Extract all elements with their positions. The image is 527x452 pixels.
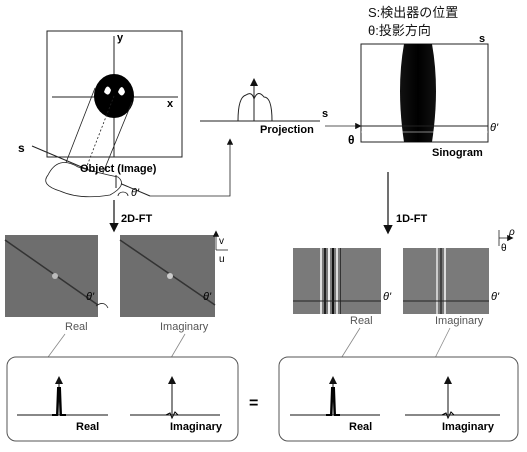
left-ft-real-image [4, 235, 99, 317]
object-inner-left [104, 86, 111, 95]
left-real-angle-arc [95, 303, 109, 309]
right-real-caption: Real [350, 315, 373, 327]
sinogram-theta-label: θ [348, 133, 355, 147]
object-inner-right [118, 87, 125, 96]
label-2d-ft: 2D-FT [121, 213, 152, 225]
sinogram-caption: Sinogram [432, 147, 483, 159]
legend-theta: θ:投影方向 [368, 23, 431, 38]
projection-profile [45, 162, 122, 198]
sinogram-panel: s θ θ' Sinogram [348, 33, 499, 159]
left-ft-imag-image [119, 235, 216, 317]
object-panel: y x s Object (Image) θ' [18, 30, 183, 199]
legend-s: S:検出器の位置 [368, 5, 458, 20]
bottom-left-imag-label: Imaginary [170, 421, 223, 433]
projection-panel: s Projection [150, 78, 362, 197]
rho-axis-label: ρ [508, 227, 515, 238]
label-1d-ft: 1D-FT [396, 213, 427, 225]
u-axis-label: u [219, 254, 225, 265]
left-imag-caption: Imaginary [160, 321, 209, 333]
equals-sign: = [249, 395, 258, 412]
right-ft-real-image [293, 248, 381, 314]
object-caption: Object (Image) [80, 163, 157, 175]
left-real-angle: θ' [86, 291, 95, 303]
object-angle: θ' [131, 187, 140, 199]
left-imag-angle: θ' [203, 291, 212, 303]
projection-caption: Projection [260, 124, 314, 136]
projection-curve [237, 93, 273, 122]
theta-axis-label: θ [501, 243, 507, 254]
bottom-left-box: Real Imaginary [6, 356, 239, 442]
angle-arc [117, 191, 129, 197]
y-axis-label: y [117, 32, 124, 44]
right-real-angle: θ' [383, 291, 392, 303]
sinogram-s-label: s [479, 33, 485, 45]
right-ft-imag-image [403, 248, 489, 314]
bottom-right-box: Real Imaginary [278, 356, 519, 442]
v-axis-label: v [219, 236, 224, 247]
projection-s-label: s [322, 108, 328, 120]
right-imag-angle: θ' [491, 291, 500, 303]
s-axis-label: s [18, 141, 25, 155]
sinogram-band [400, 44, 436, 142]
left-real-caption: Real [65, 321, 88, 333]
sinogram-angle: θ' [490, 122, 499, 134]
x-axis-label: x [167, 98, 174, 110]
right-imag-caption: Imaginary [435, 315, 484, 327]
bottom-right-real-label: Real [349, 421, 372, 433]
bottom-left-real-label: Real [76, 421, 99, 433]
connector-object-projection [150, 138, 234, 197]
bottom-right-imag-label: Imaginary [442, 421, 495, 433]
